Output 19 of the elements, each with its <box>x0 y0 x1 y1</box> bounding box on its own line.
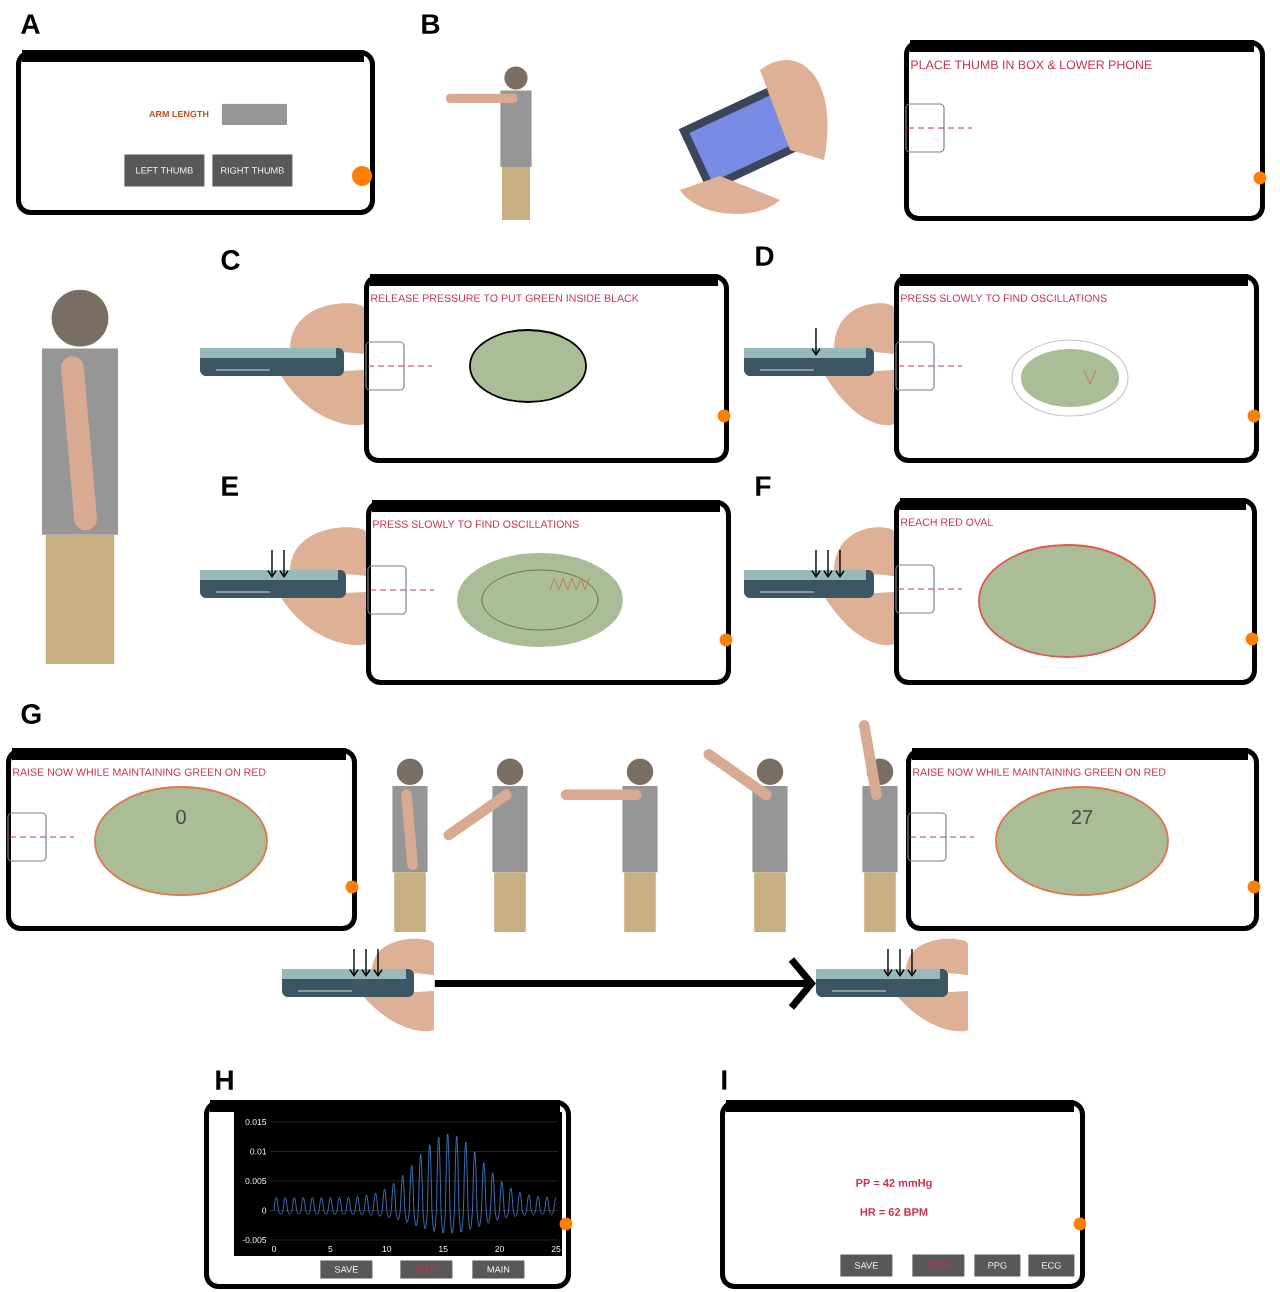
panel-letter: C <box>221 250 240 270</box>
oval-indicator <box>1011 339 1129 417</box>
panel-letter: B <box>422 14 440 34</box>
panel-letter: F <box>756 476 771 496</box>
counter-text: 0 <box>176 809 186 825</box>
panel-letter: D <box>756 246 774 266</box>
counter-text: 27 <box>1071 810 1093 824</box>
input-field <box>222 104 287 125</box>
oval-indicator <box>457 553 623 647</box>
panel-letter: G <box>21 704 41 724</box>
panel-letter: A <box>21 14 40 34</box>
panel-letter: I <box>722 1070 727 1090</box>
oval-indicator <box>978 544 1156 658</box>
arrow <box>434 957 816 1010</box>
hand-phone-picture <box>282 938 434 1032</box>
panel-letter: E <box>222 476 238 496</box>
oval-indicator <box>469 329 587 403</box>
hand-phone-picture <box>816 938 968 1032</box>
panel-letter: H <box>216 1070 233 1090</box>
